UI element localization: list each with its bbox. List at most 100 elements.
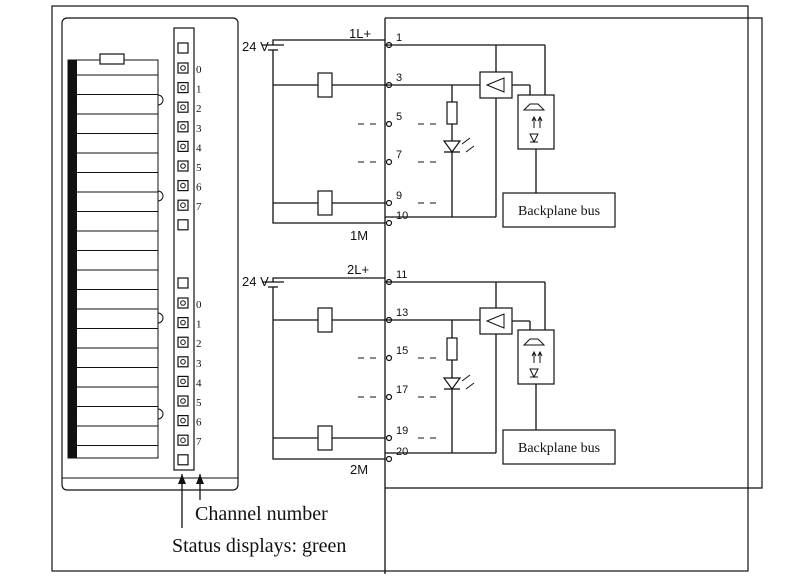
status-led-dot bbox=[180, 417, 186, 424]
terminal-bumps bbox=[67, 94, 164, 420]
channel-number: 7 bbox=[196, 201, 202, 213]
group1-buffer-symbol bbox=[485, 77, 505, 93]
channel-number: 3 bbox=[196, 358, 202, 370]
terminal-bump bbox=[67, 408, 74, 420]
group2-buffer bbox=[479, 307, 513, 335]
terminal-point bbox=[385, 393, 393, 401]
terminal-bump bbox=[157, 312, 164, 324]
status-arrow-head bbox=[178, 474, 186, 484]
group1-contact-7 bbox=[317, 190, 333, 216]
terminal-bump bbox=[157, 94, 164, 106]
status-led bbox=[177, 434, 189, 446]
terminal-number: 5 bbox=[396, 111, 402, 123]
terminal-number: 19 bbox=[396, 425, 408, 437]
group2-contact-0 bbox=[317, 307, 333, 333]
terminal-strip-black bbox=[68, 60, 77, 458]
channel-number: 2 bbox=[196, 338, 202, 350]
channel-number: 4 bbox=[196, 142, 202, 154]
terminal-lines bbox=[77, 74, 158, 446]
group1-coupler-diode bbox=[529, 133, 539, 144]
status-led bbox=[177, 415, 189, 427]
status-led bbox=[177, 121, 189, 133]
group1-backplane-bus bbox=[502, 192, 616, 228]
group2-contact-7 bbox=[317, 425, 333, 451]
status-led-dot bbox=[180, 163, 186, 169]
terminal-point bbox=[385, 120, 393, 128]
group1-supply-voltage: 24 V bbox=[242, 39, 269, 54]
channel-number: 2 bbox=[196, 103, 202, 115]
status-led bbox=[177, 140, 189, 152]
terminal-point bbox=[385, 434, 393, 442]
channel-number: 6 bbox=[196, 417, 202, 429]
group2-optocoupler bbox=[517, 329, 555, 385]
group2-led-rays bbox=[461, 374, 475, 390]
group1-return-wire bbox=[272, 50, 385, 224]
group2-supply-label: 2L+ bbox=[347, 262, 369, 277]
channel-number: 6 bbox=[196, 182, 202, 194]
channel-number: 0 bbox=[196, 299, 202, 311]
group1-ground-label: 1M bbox=[350, 228, 368, 243]
group2-supply-voltage: 24 V bbox=[242, 274, 269, 289]
captions: Channel number Status displays: green bbox=[172, 474, 346, 557]
group2-coupler-arrows bbox=[531, 350, 543, 363]
status-led bbox=[177, 160, 189, 172]
group1-led-rays bbox=[461, 137, 475, 153]
group1-phototransistor bbox=[522, 103, 546, 111]
group2-status-led bbox=[442, 377, 462, 391]
channel-number: 7 bbox=[196, 436, 202, 448]
status-led bbox=[177, 375, 189, 387]
status-led-dot bbox=[180, 65, 186, 71]
status-led bbox=[177, 62, 189, 74]
release-tab bbox=[99, 53, 125, 65]
lower-led-column bbox=[177, 277, 189, 466]
status-led-spacer bbox=[177, 277, 189, 289]
terminal-number: 20 bbox=[396, 446, 408, 458]
upper-led-column bbox=[177, 42, 189, 231]
status-led bbox=[177, 199, 189, 211]
status-led-dot bbox=[180, 359, 186, 365]
status-led-spacer bbox=[177, 454, 189, 466]
group2-bus-label: Backplane bus bbox=[518, 441, 600, 456]
group1-supply-wire bbox=[272, 39, 385, 45]
group1-supply-label: 1L+ bbox=[349, 26, 371, 41]
status-led bbox=[177, 395, 189, 407]
module-housing bbox=[61, 17, 239, 491]
status-led bbox=[177, 297, 189, 309]
status-led-dot bbox=[180, 319, 186, 326]
module-boundary bbox=[385, 17, 763, 489]
terminal-number: 13 bbox=[396, 307, 408, 319]
group1-resistor bbox=[446, 101, 458, 125]
terminal-number: 3 bbox=[396, 72, 402, 84]
group1-bus-label: Backplane bus bbox=[518, 204, 600, 219]
terminal-point bbox=[385, 219, 393, 227]
status-led bbox=[177, 317, 189, 329]
status-led-dot bbox=[180, 300, 186, 306]
terminal-point bbox=[385, 158, 393, 166]
terminal-bump bbox=[67, 312, 74, 324]
group2-backplane-bus bbox=[502, 429, 616, 465]
terminal-number: 9 bbox=[396, 190, 402, 202]
terminal-number: 1 bbox=[396, 32, 402, 44]
status-led bbox=[177, 101, 189, 113]
group2-phototransistor bbox=[522, 338, 546, 346]
group2-coupler-diode bbox=[529, 368, 539, 379]
status-led-spacer bbox=[177, 219, 189, 231]
channel-number: 5 bbox=[196, 397, 202, 409]
group1-contact-0 bbox=[317, 72, 333, 98]
status-led-spacer bbox=[177, 42, 189, 54]
terminal-number: 17 bbox=[396, 384, 408, 396]
channel-arrow-head bbox=[196, 474, 204, 484]
terminal-bump bbox=[67, 94, 74, 106]
outer-frame bbox=[51, 5, 749, 572]
terminal-number: 10 bbox=[396, 210, 408, 222]
status-led-dot bbox=[180, 378, 186, 385]
group2-resistor bbox=[446, 337, 458, 361]
group2-return-wire bbox=[272, 287, 385, 460]
terminal-number: 11 bbox=[396, 269, 407, 281]
terminal-point bbox=[385, 354, 393, 362]
